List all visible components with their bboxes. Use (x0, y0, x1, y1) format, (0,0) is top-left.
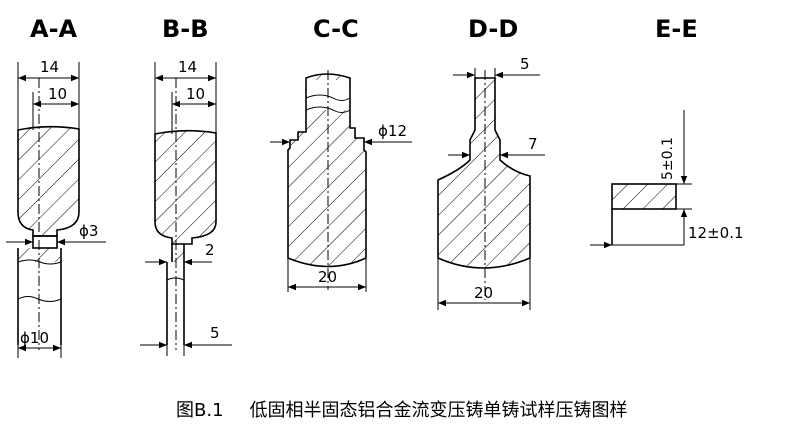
section-a-a: A-A 14 10 ϕ3 ϕ10 (6, 15, 106, 358)
figure-number: 图B.1 (176, 400, 224, 421)
dim-b-10: 10 (186, 85, 205, 103)
section-e-e-title: E-E (655, 15, 698, 43)
section-c-c: C-C ϕ12 20 (270, 15, 412, 292)
dim-e-5: 5±0.1 (660, 137, 676, 180)
section-b-b-body (154, 129, 217, 245)
dim-b-2: 2 (205, 241, 215, 259)
section-d-d-title: D-D (468, 15, 518, 43)
dim-d-20: 20 (474, 284, 493, 302)
section-b-b: B-B 14 10 2 5 (140, 15, 232, 356)
dim-b-5: 5 (210, 324, 220, 342)
dim-b-14: 14 (178, 58, 197, 76)
figure-caption-text: 低固相半固态铝合金流变压铸单铸试样压铸图样 (249, 400, 628, 421)
dim-c-phi12: ϕ12 (378, 122, 407, 140)
dim-e-12: 12±0.1 (688, 224, 744, 242)
section-e-e: E-E 5±0.1 12±0.1 (590, 15, 744, 249)
dim-d-7: 7 (528, 135, 538, 153)
dim-d-5: 5 (520, 55, 530, 73)
section-a-a-title: A-A (30, 15, 78, 43)
dim-a-14: 14 (40, 58, 59, 76)
figure-caption: 图B.1 低固相半固态铝合金流变压铸单铸试样压铸图样 (176, 396, 766, 422)
dim-c-20: 20 (318, 268, 337, 286)
dim-a-phi10: ϕ10 (20, 329, 49, 347)
dim-a-phi3: ϕ3 (79, 222, 98, 240)
section-e-e-body (611, 183, 677, 210)
section-d-d-body (437, 77, 531, 269)
section-b-b-title: B-B (162, 15, 209, 43)
section-d-d: D-D 5 7 20 (437, 15, 545, 310)
dim-a-10: 10 (48, 85, 67, 103)
section-c-c-title: C-C (313, 15, 359, 43)
section-a-a-body (17, 125, 80, 237)
